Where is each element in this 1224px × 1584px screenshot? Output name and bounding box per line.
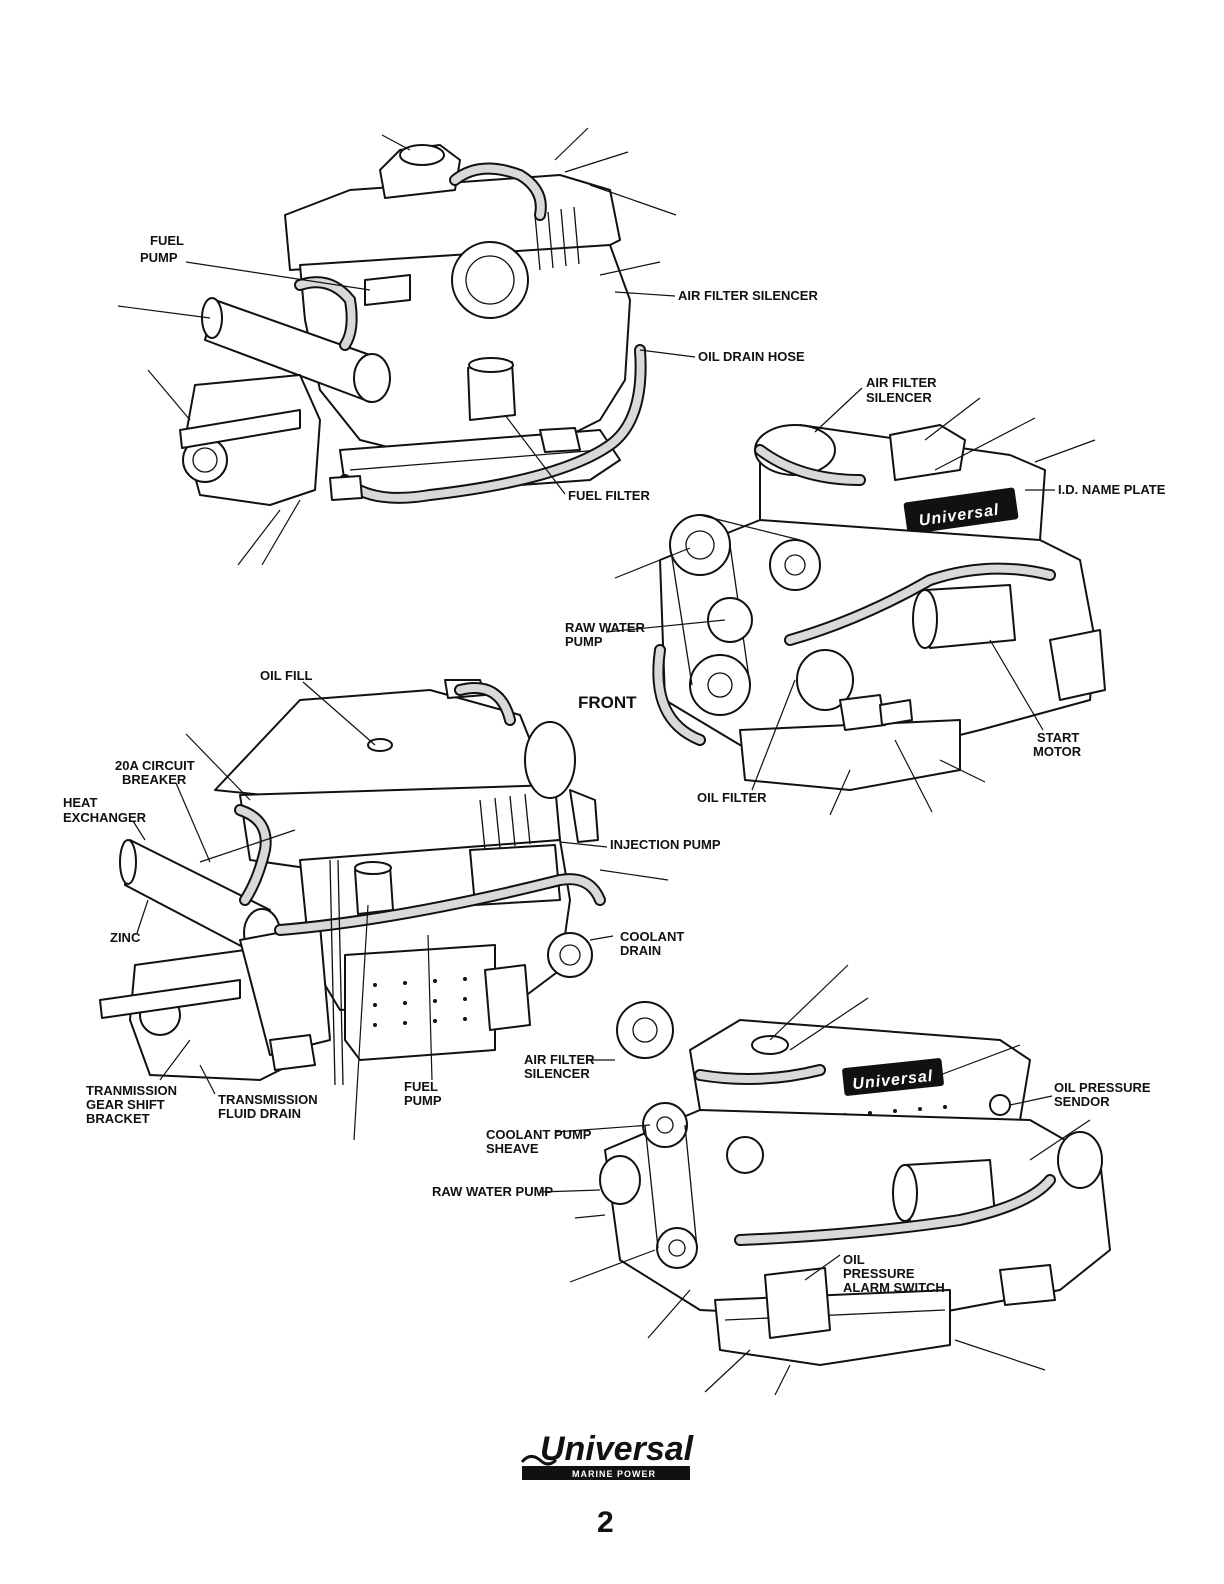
brand-logo: Universal MARINE POWER: [520, 1430, 695, 1480]
label-transmission-fluid-drain: TRANSMISSION: [218, 1092, 318, 1107]
engine-view-bottom-right: Universal: [432, 964, 1151, 1396]
label-20a-circuit-breaker: 20A CIRCUIT: [115, 758, 195, 773]
label-20a-circuit-breaker-line2: BREAKER: [122, 772, 187, 787]
engine-view-middle-left: OIL FILL 20A CIRCUIT BREAKER HEAT EXCHAN…: [63, 668, 721, 1141]
brand-name: Universal: [540, 1430, 695, 1468]
leader-lines-middle-left: [132, 681, 669, 1141]
brand-tagline: MARINE POWER: [572, 1469, 656, 1479]
label-oil-pressure-alarm-switch: OIL: [843, 1252, 865, 1267]
label-oil-pressure-sendor-line2: SENDOR: [1054, 1094, 1110, 1109]
label-heat-exchanger-line2: EXCHANGER: [63, 810, 147, 825]
label-fuel-pump-top-left: FUEL: [150, 233, 184, 248]
label-air-filter-silencer-right-front-line2: SILENCER: [866, 390, 932, 405]
engine-view-right-front: Universal: [565, 375, 1166, 816]
label-transmission-gear-shift-bracket-line3: BRACKET: [86, 1111, 150, 1126]
engine-drawing-middle-left: [99, 679, 606, 1086]
label-fuel-filter-top-left: FUEL FILTER: [568, 488, 650, 503]
label-heat-exchanger: HEAT: [63, 795, 97, 810]
label-coolant-drain: COOLANT: [620, 929, 684, 944]
label-id-name-plate: I.D. NAME PLATE: [1058, 482, 1166, 497]
label-front: FRONT: [578, 693, 637, 712]
label-zinc: ZINC: [110, 930, 141, 945]
label-air-filter-silencer-top-left: AIR FILTER SILENCER: [678, 288, 818, 303]
label-coolant-drain-line2: DRAIN: [620, 943, 661, 958]
brand-tagline-bar: [522, 1466, 690, 1480]
label-raw-water-pump-right-front: RAW WATER: [565, 620, 646, 635]
engine-drawing-right-front: Universal: [652, 424, 1106, 791]
name-plate-right-front: [903, 487, 1019, 535]
label-start-motor-line2: MOTOR: [1033, 744, 1082, 759]
label-transmission-gear-shift-bracket-line2: GEAR SHIFT: [86, 1097, 165, 1112]
engine-view-top-left: FUEL PUMP AIR FILTER SILENCER OIL DRAIN …: [117, 127, 818, 566]
label-oil-fill: OIL FILL: [260, 668, 313, 683]
label-raw-water-pump-bottom-right: RAW WATER PUMP: [432, 1184, 553, 1199]
leader-lines-bottom-right: [539, 964, 1091, 1396]
engine-drawing-top-left: [179, 144, 647, 506]
label-oil-drain-hose: OIL DRAIN HOSE: [698, 349, 805, 364]
label-raw-water-pump-right-front-line2: PUMP: [565, 634, 603, 649]
label-injection-pump: INJECTION PUMP: [610, 837, 721, 852]
label-oil-pressure-alarm-switch-line2: PRESSURE: [843, 1266, 915, 1281]
label-air-filter-silencer-bottom-right: AIR FILTER: [524, 1052, 595, 1067]
label-coolant-pump-sheave: COOLANT PUMP: [486, 1127, 592, 1142]
label-start-motor: START: [1037, 730, 1079, 745]
page-number: 2: [597, 1506, 614, 1539]
engine-drawing-bottom-right: Universal: [599, 1001, 1111, 1366]
label-fuel-pump-top-left-line2: PUMP: [140, 250, 178, 265]
label-oil-filter-right-front: OIL FILTER: [697, 790, 767, 805]
leader-lines-right-front: [605, 387, 1096, 816]
label-fuel-pump-middle-left-line2: PUMP: [404, 1093, 442, 1108]
label-transmission-gear-shift-bracket: TRANMISSION: [86, 1083, 177, 1098]
label-oil-pressure-sendor: OIL PRESSURE: [1054, 1080, 1151, 1095]
label-fuel-pump-middle-left: FUEL: [404, 1079, 438, 1094]
label-transmission-fluid-drain-line2: FLUID DRAIN: [218, 1106, 301, 1121]
label-air-filter-silencer-bottom-right-line2: SILENCER: [524, 1066, 590, 1081]
label-oil-pressure-alarm-switch-line3: ALARM SWITCH: [843, 1280, 945, 1295]
label-coolant-pump-sheave-line2: SHEAVE: [486, 1141, 539, 1156]
label-air-filter-silencer-right-front: AIR FILTER: [866, 375, 937, 390]
leader-lines-top-left: [117, 127, 696, 566]
name-plate-bottom-right: [842, 1058, 944, 1096]
